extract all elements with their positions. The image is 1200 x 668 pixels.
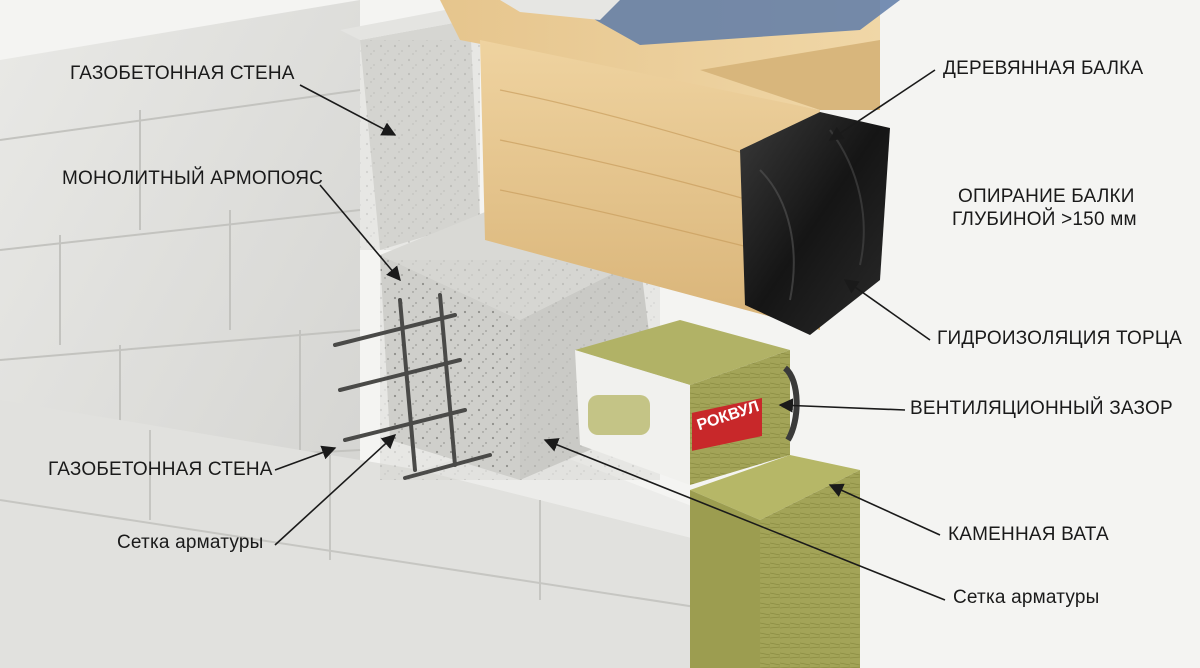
label-rebar-mesh-right: Сетка арматуры [953, 587, 1100, 608]
label-aerated-wall-top: ГАЗОБЕТОННАЯ СТЕНА [70, 63, 295, 84]
leader-aerated-wall-left [274, 445, 337, 471]
label-monolithic-belt: МОНОЛИТНЫЙ АРМОПОЯС [62, 168, 324, 189]
label-beam-support-line1: ОПИРАНИЕ БАЛКИ [958, 186, 1135, 207]
label-rebar-mesh-left: Сетка арматуры [117, 532, 264, 553]
leader-monolithic-belt [319, 184, 401, 282]
leader-stone-wool [828, 483, 941, 536]
label-stone-wool: КАМЕННАЯ ВАТА [948, 524, 1109, 545]
upper-slab [500, 0, 900, 45]
stone-wool-layer [690, 455, 860, 668]
leader-rebar-right [543, 438, 946, 601]
end-waterproofing-membrane [740, 112, 890, 335]
stone-wool-pack [575, 320, 790, 485]
leader-ventilation-gap [778, 398, 906, 413]
leader-wooden-beam [828, 69, 936, 141]
label-wooden-beam: ДЕРЕВЯННАЯ БАЛКА [943, 58, 1144, 79]
leader-lines [274, 69, 946, 601]
label-ventilation-gap: ВЕНТИЛЯЦИОННЫЙ ЗАЗОР [910, 398, 1173, 419]
label-aerated-wall-left: ГАЗОБЕТОННАЯ СТЕНА [48, 459, 273, 480]
leader-end-waterproofing [843, 279, 931, 341]
upper-aerated-block [340, 10, 480, 250]
leader-aerated-wall-top [299, 84, 397, 136]
label-end-waterproofing: ГИДРОИЗОЛЯЦИЯ ТОРЦА [937, 328, 1182, 349]
label-beam-support-line2: ГЛУБИНОЙ >150 мм [952, 209, 1137, 230]
ventilation-gap-membrane [782, 365, 800, 442]
rebar-rods [333, 293, 492, 480]
leader-rebar-left [274, 434, 397, 546]
